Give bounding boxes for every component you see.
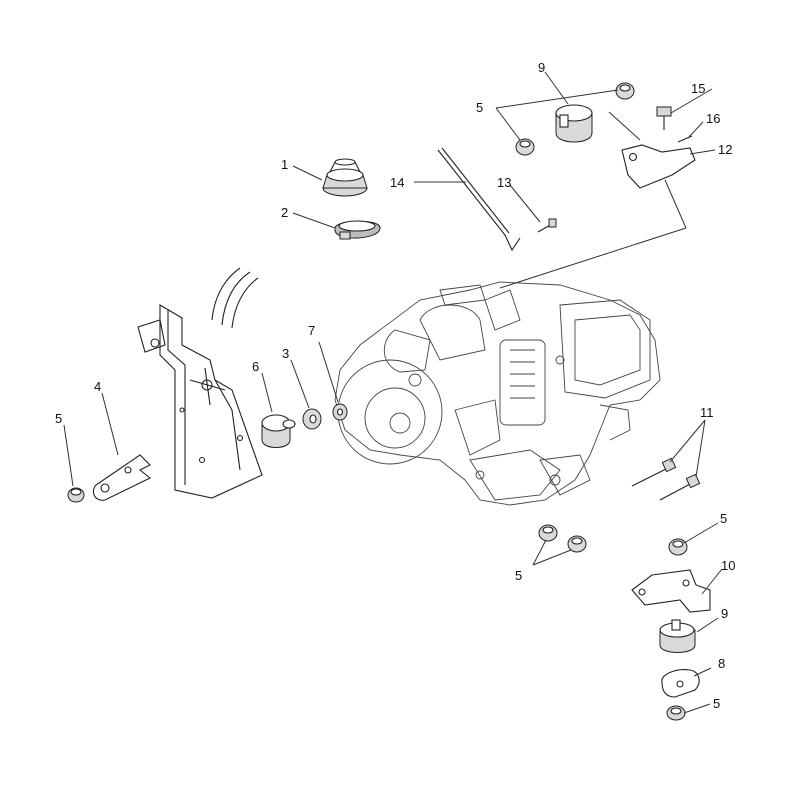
part-8-plate — [661, 669, 700, 698]
callout-labels: 1 2 3 4 5 5 5 5 5 6 7 8 9 9 10 11 12 13 … — [55, 60, 735, 711]
part-5-nut-left — [67, 487, 85, 503]
part-9-damper-top — [555, 104, 593, 143]
frame-section — [137, 267, 263, 499]
part-5-nut-right-1 — [668, 538, 688, 556]
part-4-plate — [92, 454, 152, 501]
part-5-nut-middle-2 — [567, 535, 587, 553]
callout-3: 3 — [282, 346, 289, 361]
part-5-nut-top-1 — [515, 138, 535, 156]
callout-5-middle: 5 — [515, 568, 522, 583]
part-5-nut-middle-1 — [538, 524, 558, 542]
callout-6: 6 — [252, 359, 259, 374]
part-3-washer — [302, 408, 322, 430]
callout-13: 13 — [497, 175, 511, 190]
callout-5-top: 5 — [476, 100, 483, 115]
part-6-damper — [261, 414, 296, 448]
engine-assembly — [334, 281, 661, 506]
part-5-nut-right-2 — [666, 705, 686, 721]
callout-5-left: 5 — [55, 411, 62, 426]
callout-4: 4 — [94, 379, 101, 394]
callout-8: 8 — [718, 656, 725, 671]
callout-9-top: 9 — [538, 60, 545, 75]
callout-15: 15 — [691, 81, 705, 96]
part-1-rubber-mount — [322, 158, 368, 197]
callout-1: 1 — [281, 157, 288, 172]
callout-16: 16 — [706, 111, 720, 126]
callout-5-bottom: 5 — [713, 696, 720, 711]
leader-lines — [63, 71, 723, 714]
part-15-bolt — [656, 106, 672, 130]
part-11-bolt-2 — [659, 473, 701, 501]
part-9-damper-bottom — [659, 619, 696, 653]
callout-7: 7 — [308, 323, 315, 338]
part-2-clamp — [334, 220, 381, 240]
part-16-pin — [677, 135, 693, 143]
part-7-washer — [332, 403, 348, 421]
part-12-bracket — [621, 144, 696, 189]
callout-12: 12 — [718, 142, 732, 157]
part-13-bolt — [537, 218, 557, 233]
callout-10: 10 — [721, 558, 735, 573]
callout-14: 14 — [390, 175, 404, 190]
part-10-bracket — [631, 569, 711, 613]
part-5-nut-top-2 — [615, 82, 635, 100]
callout-11: 11 — [700, 405, 714, 420]
callout-5-right: 5 — [720, 511, 727, 526]
part-14-rod — [437, 147, 521, 252]
callout-2: 2 — [281, 205, 288, 220]
callout-9-bottom: 9 — [721, 606, 728, 621]
part-11-bolt-1 — [631, 457, 677, 487]
